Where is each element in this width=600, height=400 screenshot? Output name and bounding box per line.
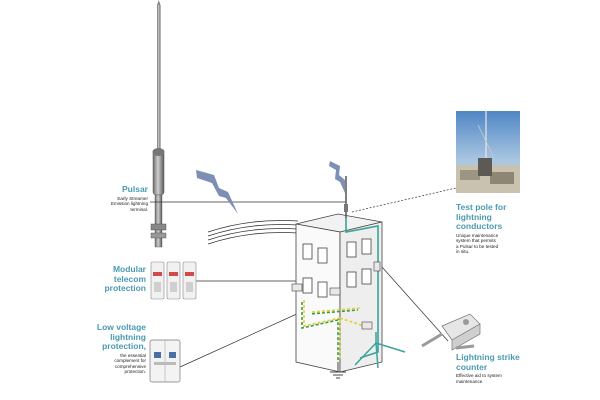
low-voltage-device-on-building xyxy=(329,287,341,296)
roof-terminal xyxy=(344,176,348,218)
building-illustration xyxy=(295,213,383,373)
test-pole-desc-line-1: Unique maintenance xyxy=(456,232,499,238)
counter-device-on-building xyxy=(361,321,373,330)
pulsar-terminal-illustration xyxy=(150,0,167,248)
counter-desc-line-2: maintenance. xyxy=(456,378,484,384)
telecom-label: Modular telecom protection xyxy=(80,264,146,294)
test-pole-desc-line-3: a Pulsar to be tested xyxy=(456,243,499,249)
pulsar-label: Pulsar Early Streamer Emission lightning… xyxy=(78,184,148,212)
test-pole-desc-line-2: system that permits xyxy=(456,238,496,244)
telecom-modules-illustration xyxy=(150,261,197,300)
test-device-on-building xyxy=(373,261,381,272)
test-pole-title-line-2: lightning xyxy=(456,211,492,222)
test-pole-photo xyxy=(456,111,520,193)
pulsar-title: Pulsar xyxy=(122,184,148,194)
pulsar-desc-line-1: Early Streamer xyxy=(117,195,148,201)
low-voltage-title-line-2: lightning xyxy=(110,331,146,342)
low-voltage-spd-illustration xyxy=(149,339,181,383)
test-pole-title-line-3: conductors xyxy=(456,221,503,231)
counter-title-line-1: Lightning strike xyxy=(456,352,520,362)
telecom-title-line-3: protection xyxy=(104,283,146,293)
ground-symbol-icon xyxy=(330,362,346,379)
test-pole-label: Test pole for lightning conductors Uniqu… xyxy=(456,202,536,255)
test-pole-desc-line-4: in situ. xyxy=(456,249,470,255)
telecom-title-line-2: telecom xyxy=(113,273,146,284)
pulsar-desc-line-3: terminal. xyxy=(130,206,148,212)
counter-desc-line-1: Effective aid to system xyxy=(456,373,502,378)
overhead-cables xyxy=(207,220,299,245)
lightning-strike-counter-illustration xyxy=(421,313,481,351)
low-voltage-label: Low voltage lightning protection, the es… xyxy=(74,322,146,375)
low-voltage-title-line-3: protection, xyxy=(102,341,146,351)
low-voltage-desc-line-3: comprehensive xyxy=(114,363,146,369)
low-voltage-desc-line-2: complement for xyxy=(114,358,146,364)
telecom-device-on-building xyxy=(291,283,303,292)
lightning-bolt-right-icon xyxy=(329,161,345,193)
counter-title-line-2: counter xyxy=(456,361,488,372)
counter-label: Lightning strike counter Effective aid t… xyxy=(456,352,546,384)
earth-electrode xyxy=(354,332,406,369)
lightning-bolt-left-icon xyxy=(196,170,238,214)
test-pole-title-line-1: Test pole for xyxy=(456,202,507,212)
low-voltage-desc-line-4: protection. xyxy=(124,369,146,375)
pulsar-desc-line-2: Emission lightning xyxy=(110,201,148,207)
down-conductor xyxy=(345,218,379,359)
telecom-title-line-1: Modular xyxy=(112,264,146,274)
low-voltage-desc-line-1: the essential xyxy=(120,352,146,358)
low-voltage-title-line-1: Low voltage xyxy=(96,322,146,332)
